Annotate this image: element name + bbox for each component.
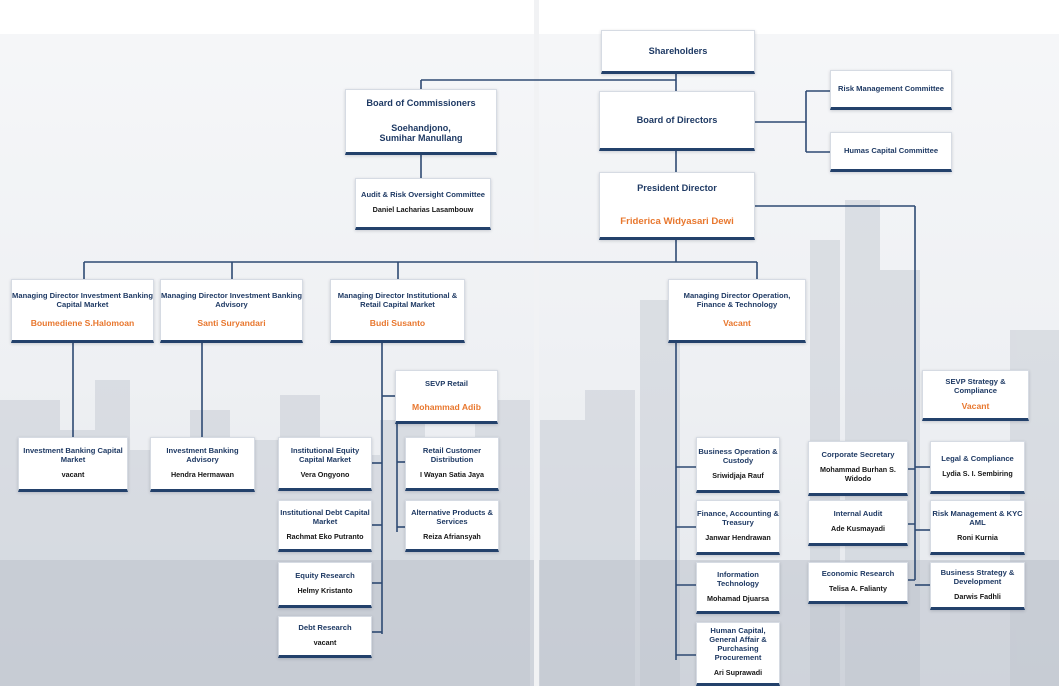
institutional-equity-title: Institutional Equity Capital Market bbox=[290, 445, 360, 464]
risk-management-kyc-title: Risk Management & KYC AML bbox=[932, 509, 1023, 528]
md-ib-capital-market-name: Boumediene S.Halomoan bbox=[30, 317, 135, 328]
board-of-commissioners-title: Board of Commissioners bbox=[366, 98, 476, 109]
shareholders-title: Shareholders bbox=[648, 45, 708, 56]
debt-research-box: Debt Research vacant bbox=[278, 616, 372, 658]
md-ib-advisory-name: Santi Suryandari bbox=[197, 317, 266, 328]
finance-accounting-treasury-name: Janwar Hendrawan bbox=[705, 533, 771, 543]
risk-management-kyc-name: Roni Kurnia bbox=[957, 533, 998, 543]
finance-accounting-treasury-box: Finance, Accounting & Treasury Janwar He… bbox=[696, 500, 780, 555]
equity-research-box: Equity Research Helmy Kristanto bbox=[278, 562, 372, 608]
audit-risk-committee-title: Audit & Risk Oversight Committee bbox=[360, 190, 486, 200]
sevp-retail-title: SEVP Retail bbox=[425, 378, 468, 388]
business-operation-custody-box: Business Operation & Custody Sriwidjaja … bbox=[696, 437, 780, 493]
md-institutional-retail-name: Budi Susanto bbox=[369, 317, 426, 328]
business-strategy-development-title: Business Strategy & Development bbox=[940, 567, 1015, 586]
md-ib-advisory-box: Managing Director Investment Banking Adv… bbox=[160, 279, 303, 343]
business-operation-custody-title: Business Operation & Custody bbox=[698, 446, 778, 465]
board-of-commissioners-name: Soehandjono, Sumihar Manullang bbox=[379, 123, 463, 144]
sevp-strategy-compliance-name: Vacant bbox=[961, 400, 990, 411]
risk-management-committee-box: Risk Management Committee bbox=[830, 70, 952, 110]
alternative-products-title: Alternative Products & Services bbox=[411, 507, 493, 526]
audit-risk-committee-name: Daniel Lacharias Lasambouw bbox=[372, 205, 474, 215]
md-ib-advisory-title: Managing Director Investment Banking Adv… bbox=[161, 290, 302, 309]
ib-capital-market-title: Investment Banking Capital Market bbox=[23, 446, 123, 465]
corporate-secretary-name: Mohammad Burhan S. Widodo bbox=[820, 465, 896, 483]
business-strategy-development-box: Business Strategy & Development Darwis F… bbox=[930, 562, 1025, 610]
ib-advisory-name: Hendra Hermawan bbox=[170, 470, 235, 480]
human-capital-ga-procurement-name: Ari Suprawadi bbox=[713, 667, 763, 677]
legal-compliance-name: Lydia S. I. Sembiring bbox=[942, 468, 1013, 478]
internal-audit-box: Internal Audit Ade Kusmayadi bbox=[808, 500, 908, 546]
sevp-retail-box: SEVP Retail Mohammad Adib bbox=[395, 370, 498, 424]
board-of-directors-title: Board of Directors bbox=[636, 114, 718, 125]
top-band bbox=[0, 0, 1059, 34]
legal-compliance-box: Legal & Compliance Lydia S. I. Sembiring bbox=[930, 441, 1025, 494]
equity-research-title: Equity Research bbox=[295, 571, 355, 581]
alternative-products-box: Alternative Products & Services Reiza Af… bbox=[405, 500, 499, 552]
board-of-directors-box: Board of Directors bbox=[599, 91, 755, 151]
institutional-debt-title: Institutional Debt Capital Market bbox=[280, 507, 370, 526]
human-capital-ga-procurement-title: Human Capital, General Affair & Purchasi… bbox=[709, 626, 767, 662]
md-operation-finance-tech-title: Managing Director Operation, Finance & T… bbox=[683, 290, 791, 309]
md-operation-finance-tech-name: Vacant bbox=[723, 317, 751, 328]
corporate-secretary-box: Corporate Secretary Mohammad Burhan S. W… bbox=[808, 441, 908, 496]
retail-customer-distribution-box: Retail Customer Distribution I Wayan Sat… bbox=[405, 437, 499, 491]
information-technology-box: Information Technology Mohamad Djuarsa bbox=[696, 562, 780, 614]
legal-compliance-title: Legal & Compliance bbox=[941, 453, 1014, 463]
institutional-debt-name: Rachmat Eko Putranto bbox=[286, 531, 364, 541]
equity-research-name: Helmy Kristanto bbox=[297, 586, 353, 596]
economic-research-box: Economic Research Telisa A. Falianty bbox=[808, 562, 908, 604]
risk-management-committee-title: Risk Management Committee bbox=[838, 83, 944, 93]
finance-accounting-treasury-title: Finance, Accounting & Treasury bbox=[697, 509, 779, 528]
md-operation-finance-tech-box: Managing Director Operation, Finance & T… bbox=[668, 279, 806, 343]
institutional-debt-box: Institutional Debt Capital Market Rachma… bbox=[278, 500, 372, 552]
board-of-commissioners-box: Board of Commissioners Soehandjono, Sumi… bbox=[345, 89, 497, 155]
business-operation-custody-name: Sriwidjaja Rauf bbox=[712, 470, 764, 480]
president-director-name: Friderica Widyasari Dewi bbox=[620, 215, 734, 227]
retail-customer-distribution-title: Retail Customer Distribution bbox=[422, 445, 482, 464]
sevp-strategy-compliance-box: SEVP Strategy & Compliance Vacant bbox=[922, 370, 1029, 421]
alternative-products-name: Reiza Afriansyah bbox=[423, 531, 481, 541]
retail-customer-distribution-name: I Wayan Satia Jaya bbox=[419, 469, 485, 479]
human-capital-committee-title: Humas Capital Committee bbox=[843, 145, 939, 155]
risk-management-kyc-box: Risk Management & KYC AML Roni Kurnia bbox=[930, 500, 1025, 555]
president-director-title: President Director bbox=[637, 183, 717, 194]
ib-capital-market-name: vacant bbox=[61, 470, 85, 480]
internal-audit-title: Internal Audit bbox=[833, 509, 883, 519]
md-ib-capital-market-title: Managing Director Investment Banking Cap… bbox=[12, 290, 153, 309]
debt-research-name: vacant bbox=[313, 638, 337, 648]
shareholders-box: Shareholders bbox=[601, 30, 755, 74]
internal-audit-name: Ade Kusmayadi bbox=[831, 524, 885, 534]
page-divider bbox=[534, 0, 539, 686]
economic-research-name: Telisa A. Falianty bbox=[829, 584, 887, 594]
corporate-secretary-title: Corporate Secretary bbox=[821, 450, 895, 460]
information-technology-name: Mohamad Djuarsa bbox=[707, 593, 769, 603]
sevp-retail-name: Mohammad Adib bbox=[412, 401, 481, 412]
sevp-strategy-compliance-title: SEVP Strategy & Compliance bbox=[945, 376, 1006, 395]
debt-research-title: Debt Research bbox=[298, 623, 352, 633]
md-ib-capital-market-box: Managing Director Investment Banking Cap… bbox=[11, 279, 154, 343]
information-technology-title: Information Technology bbox=[716, 569, 760, 588]
business-strategy-development-name: Darwis Fadhli bbox=[954, 591, 1001, 601]
human-capital-committee-box: Humas Capital Committee bbox=[830, 132, 952, 172]
economic-research-title: Economic Research bbox=[821, 569, 895, 579]
ib-capital-market-box: Investment Banking Capital Market vacant bbox=[18, 437, 128, 492]
institutional-equity-name: Vera Ongyono bbox=[300, 469, 350, 479]
institutional-equity-box: Institutional Equity Capital Market Vera… bbox=[278, 437, 372, 491]
audit-risk-committee-box: Audit & Risk Oversight Committee Daniel … bbox=[355, 178, 491, 230]
ib-advisory-box: Investment Banking Advisory Hendra Herma… bbox=[150, 437, 255, 492]
md-institutional-retail-box: Managing Director Institutional & Retail… bbox=[330, 279, 465, 343]
president-director-box: President Director Friderica Widyasari D… bbox=[599, 172, 755, 240]
ib-advisory-title: Investment Banking Advisory bbox=[166, 446, 239, 465]
md-institutional-retail-title: Managing Director Institutional & Retail… bbox=[337, 290, 458, 309]
human-capital-ga-procurement-box: Human Capital, General Affair & Purchasi… bbox=[696, 622, 780, 686]
